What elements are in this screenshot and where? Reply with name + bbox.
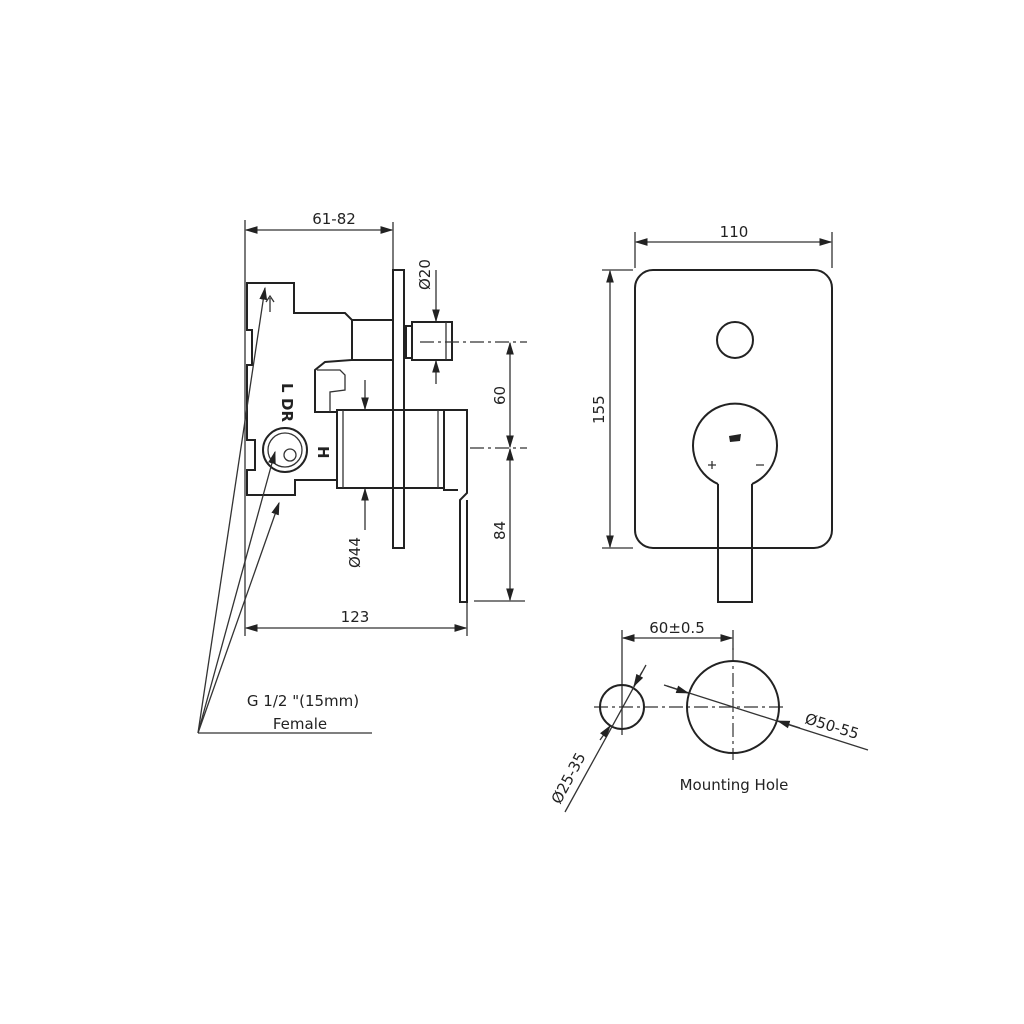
valve-body-detail: [317, 369, 346, 412]
temperature-marks: [708, 461, 764, 469]
front-view: 110 155: [590, 223, 833, 603]
inlet-port-core: [283, 448, 297, 462]
large-mounting-hole: [686, 660, 780, 754]
handle-hub: [692, 402, 778, 485]
dim-cartridge-label: Ø44: [346, 537, 364, 568]
dim-width-label: 110: [720, 223, 749, 241]
cartridge: [336, 409, 445, 489]
diverter-button-front: [716, 321, 754, 359]
flow-arrow-icon: [265, 294, 275, 312]
dim-lower-label: 84: [491, 521, 509, 540]
dim-large-arrow: [666, 685, 690, 694]
mark-h: H: [314, 446, 332, 459]
lever-tip: [460, 500, 468, 603]
connection-leader: [197, 450, 276, 734]
diverter-button: [411, 321, 453, 361]
connection-label: G 1/2 "(15mm): [247, 692, 359, 710]
side-view: 61-82 123 L DR H Ø20 Ø4: [197, 210, 527, 734]
small-mounting-hole: [599, 684, 645, 730]
mark-l: L: [278, 383, 296, 393]
mounting-hole-view: 60±0.5 Ø25-35 Ø50-55 Mounting Hole: [548, 619, 869, 813]
dim-small-arrow: [599, 724, 611, 741]
dim-small-leader: [564, 664, 647, 813]
connection-leader: [197, 501, 280, 734]
connection-sub-label: Female: [273, 715, 327, 733]
cover-plate-front: [634, 269, 833, 549]
mounting-hole-title: Mounting Hole: [680, 776, 789, 794]
dim-upper-label: 60: [491, 386, 509, 405]
dim-large-arrow: [776, 720, 801, 729]
dim-height-label: 155: [590, 395, 608, 424]
dim-large-leader: [663, 684, 869, 751]
dim-small-arrow: [633, 671, 644, 688]
lever-handle: [443, 409, 468, 603]
dim-stem-label: Ø20: [416, 259, 434, 290]
upper-stem: [351, 319, 394, 361]
indicator-mark: [729, 434, 741, 442]
dim-spacing-label: 60±0.5: [649, 619, 705, 637]
connection-leader: [197, 286, 268, 734]
mark-dr: DR: [278, 398, 296, 422]
dim-depth-label: 61-82: [312, 210, 356, 228]
lever-front: [717, 484, 753, 603]
inlet-port-circle: [262, 427, 308, 473]
valve-body: [246, 282, 353, 496]
inlet-port-inner: [267, 432, 303, 468]
dim-total-label: 123: [341, 608, 370, 626]
